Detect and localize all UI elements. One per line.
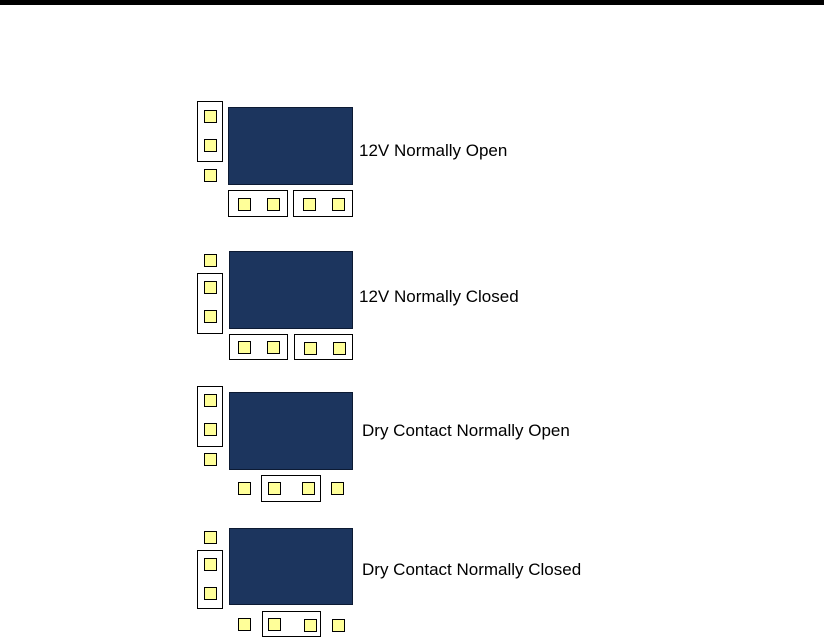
bottom-pin-1 bbox=[238, 618, 251, 631]
bottom-pin-4 bbox=[333, 342, 346, 355]
config-label: 12V Normally Open bbox=[359, 141, 507, 161]
side-pin-3 bbox=[204, 310, 217, 323]
bottom-pin-4 bbox=[332, 198, 345, 211]
bottom-pin-3 bbox=[304, 342, 317, 355]
relay-body bbox=[228, 107, 353, 185]
side-pin-1 bbox=[204, 254, 217, 267]
relay-body bbox=[229, 528, 353, 605]
bottom-pin-1 bbox=[238, 198, 251, 211]
side-pin-2 bbox=[204, 139, 217, 152]
bottom-pin-4 bbox=[331, 482, 344, 495]
bottom-pin-2 bbox=[268, 618, 281, 631]
bottom-pin-2 bbox=[268, 482, 281, 495]
side-pin-2 bbox=[204, 281, 217, 294]
side-pin-3 bbox=[204, 169, 217, 182]
side-pin-2 bbox=[204, 423, 217, 436]
config-label: Dry Contact Normally Closed bbox=[362, 560, 581, 580]
side-pin-1 bbox=[204, 110, 217, 123]
side-pin-3 bbox=[204, 453, 217, 466]
bottom-pin-3 bbox=[304, 619, 317, 632]
relay-body bbox=[229, 392, 353, 470]
side-pin-1 bbox=[204, 394, 217, 407]
side-pin-3 bbox=[204, 587, 217, 600]
bottom-pin-1 bbox=[238, 482, 251, 495]
bottom-pin-4 bbox=[332, 619, 345, 632]
bottom-pin-1 bbox=[238, 341, 251, 354]
bottom-pin-2 bbox=[267, 198, 280, 211]
relay-body bbox=[229, 251, 353, 329]
side-pin-2 bbox=[204, 558, 217, 571]
bottom-pin-3 bbox=[302, 482, 315, 495]
bottom-pin-2 bbox=[267, 341, 280, 354]
side-pin-1 bbox=[204, 531, 217, 544]
bottom-pin-3 bbox=[303, 198, 316, 211]
config-label: 12V Normally Closed bbox=[359, 287, 519, 307]
config-label: Dry Contact Normally Open bbox=[362, 421, 570, 441]
